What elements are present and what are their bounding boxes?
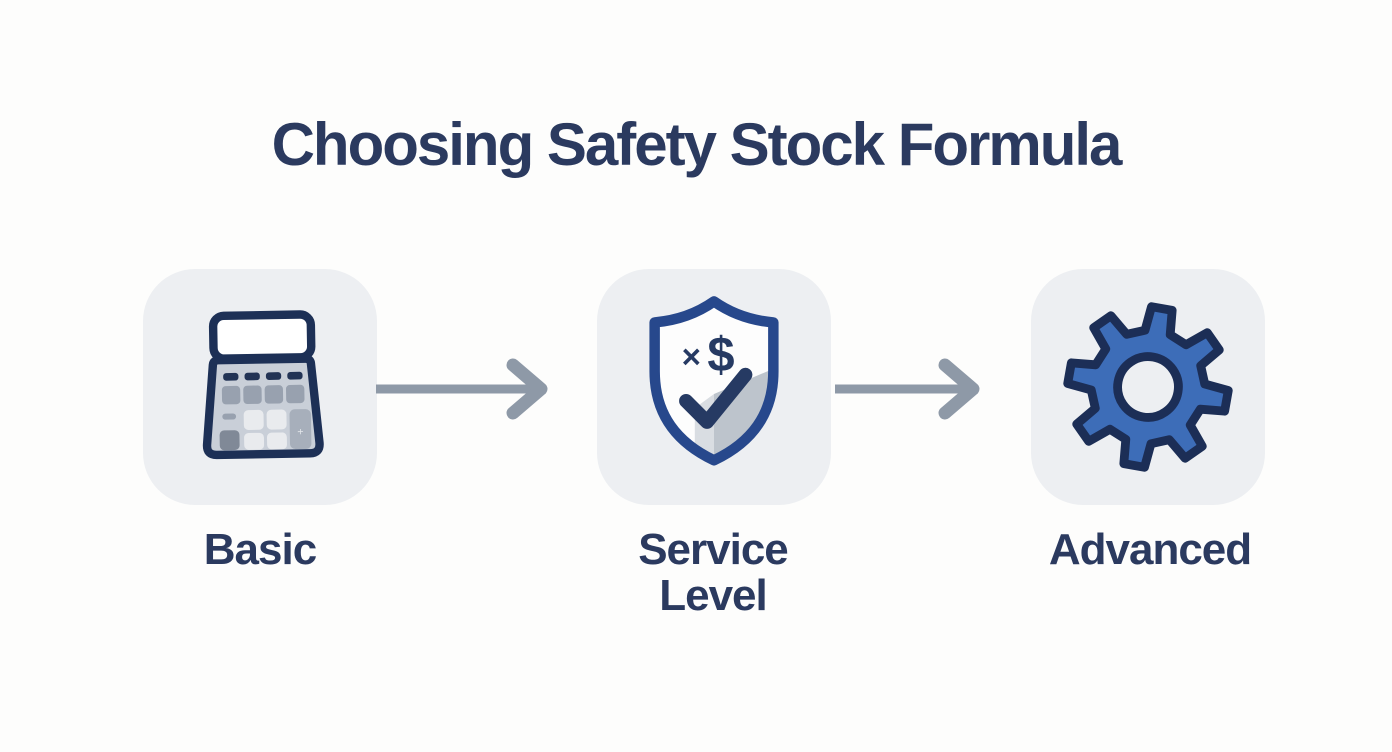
- badge-multiplier-text: ×: [682, 339, 701, 376]
- shield-check-icon: × $: [649, 296, 779, 466]
- step-label-service-level: Service Level: [638, 525, 789, 620]
- badge-currency-text: $: [707, 328, 734, 382]
- step-tile-service-level: × $: [597, 269, 831, 505]
- arrow-right-icon: [835, 358, 980, 420]
- step-label-advanced: Advanced: [1048, 525, 1252, 574]
- checkmark-icon: [679, 367, 753, 429]
- gear-icon: [1063, 302, 1233, 472]
- step-tile-advanced: [1031, 269, 1265, 505]
- svg-text:+: +: [297, 426, 303, 438]
- step-tile-basic: +: [143, 269, 377, 505]
- calculator-icon: +: [202, 310, 324, 460]
- page-title: Choosing Safety Stock Formula: [271, 111, 1123, 178]
- arrow-right-icon: [376, 358, 548, 420]
- step-label-basic: Basic: [203, 525, 317, 574]
